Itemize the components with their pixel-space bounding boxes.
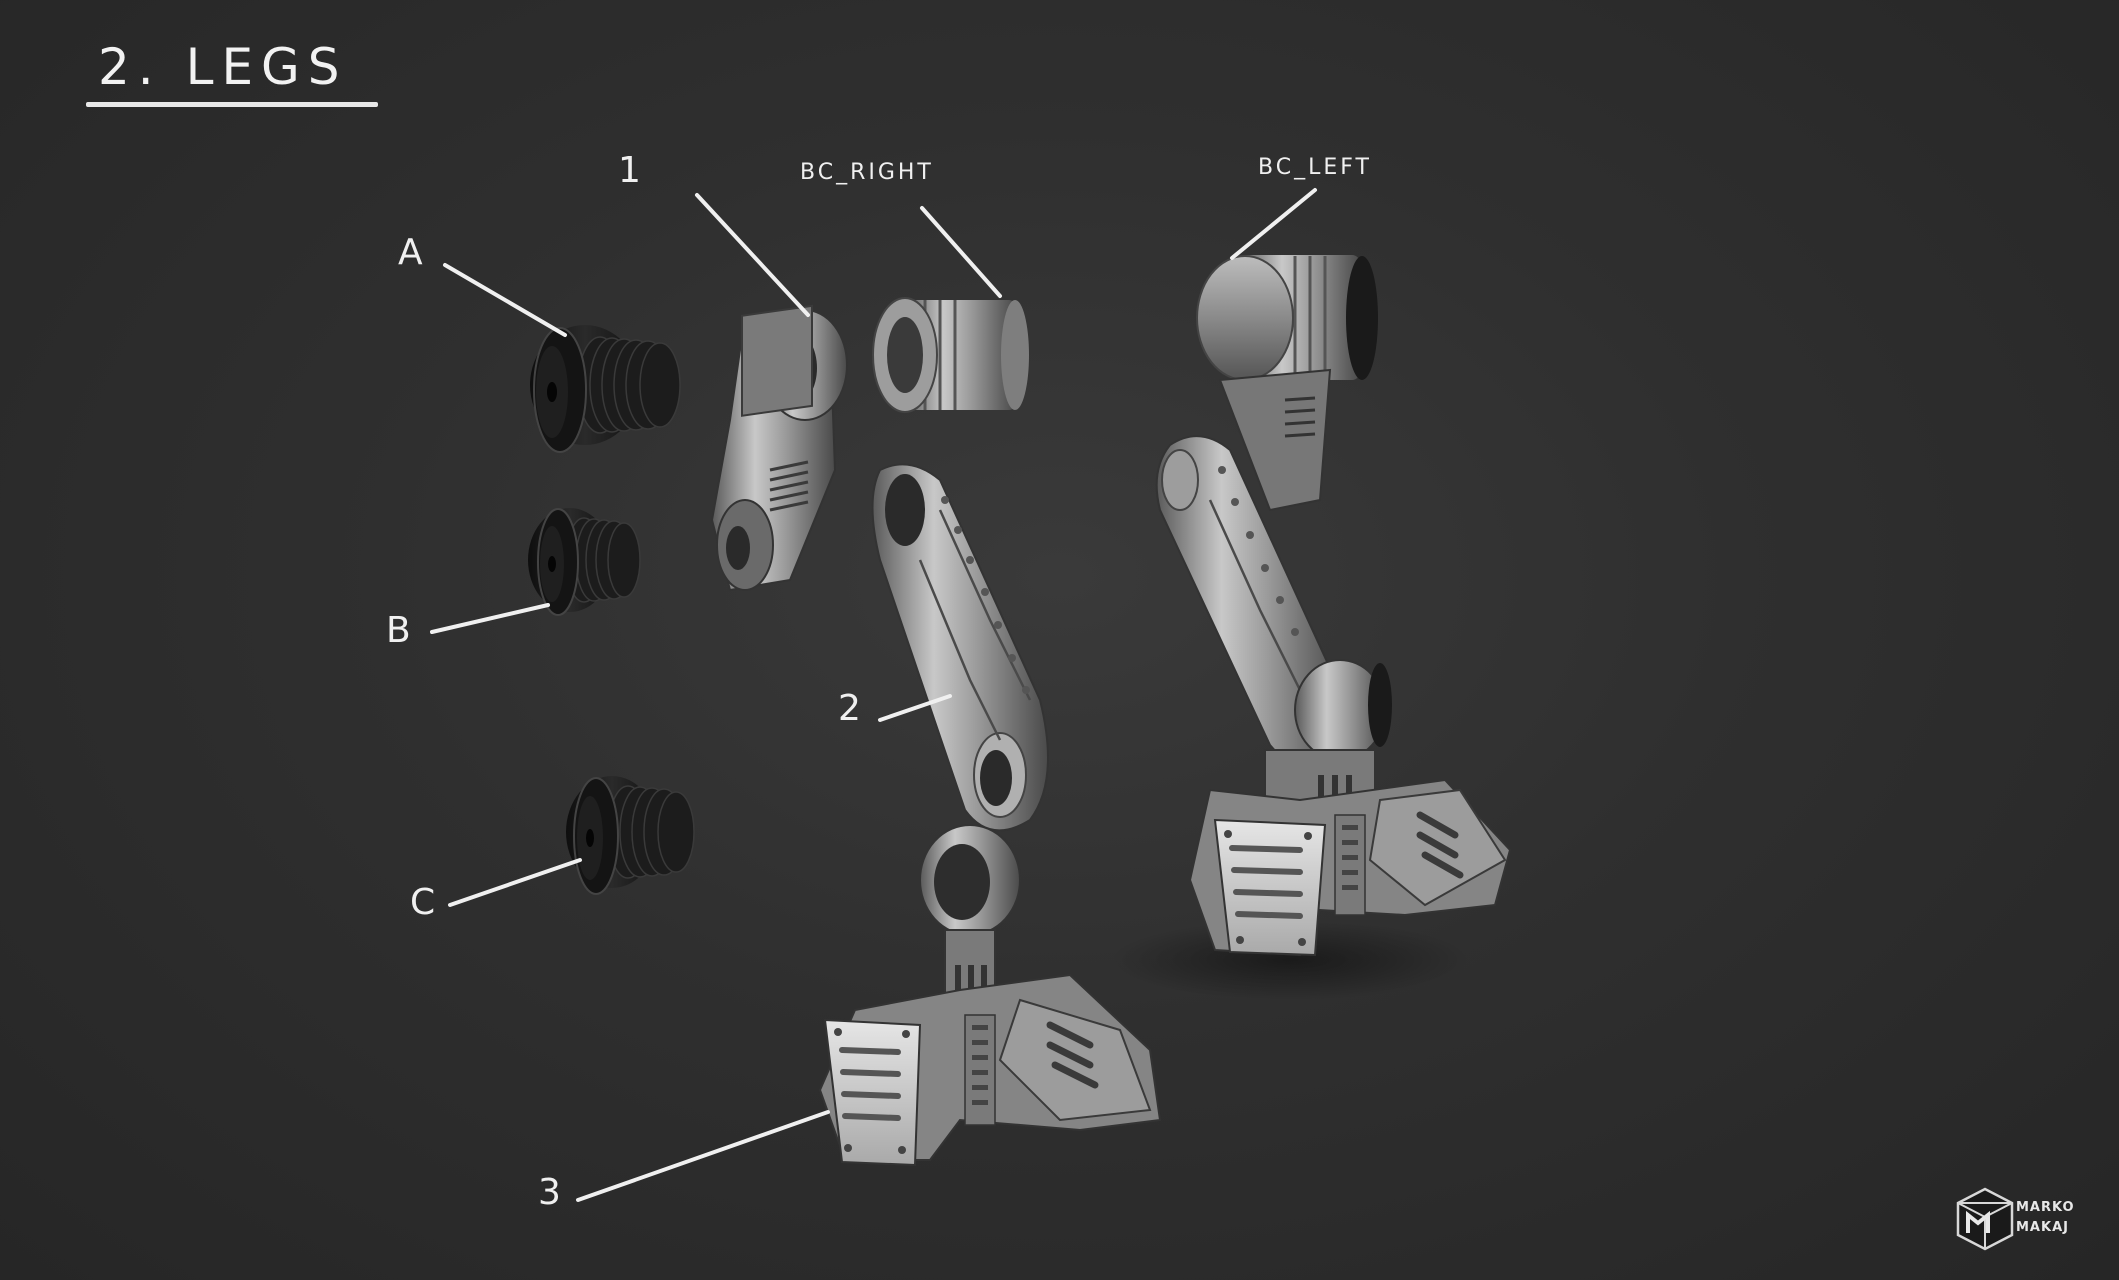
logo-line-2: MAKAJ (2016, 1220, 2069, 1235)
label-b: B (386, 610, 413, 651)
title-underline (86, 102, 378, 107)
part-c-screw (566, 776, 694, 894)
label-3: 3 (538, 1172, 563, 1213)
label-bc-left: BC_LEFT (1258, 155, 1372, 180)
leader-b (432, 605, 548, 632)
leader-a (445, 265, 565, 335)
label-bc-right: BC_RIGHT (800, 160, 934, 185)
part-a-screw (530, 325, 680, 452)
leader-bc-right (922, 208, 1000, 296)
leader-3 (578, 1112, 828, 1200)
page-title: 2. LEGS (98, 38, 348, 96)
leader-c (450, 860, 580, 905)
logo-line-1: MARKO (2016, 1200, 2075, 1215)
label-c: C (410, 882, 437, 923)
label-a: A (398, 232, 425, 273)
bc-right-cylinder (873, 298, 1029, 412)
part-1-joint (712, 306, 847, 590)
label-2: 2 (838, 688, 863, 729)
part-2-link (873, 464, 1049, 830)
part-b-screw (528, 508, 640, 615)
label-1: 1 (618, 150, 643, 191)
marko-makaj-logo-icon (1950, 1183, 2090, 1253)
leader-bc-left (1232, 190, 1315, 258)
assembled-leg (1110, 255, 1510, 1000)
leader-1 (697, 195, 808, 315)
part-3-foot (820, 825, 1160, 1165)
